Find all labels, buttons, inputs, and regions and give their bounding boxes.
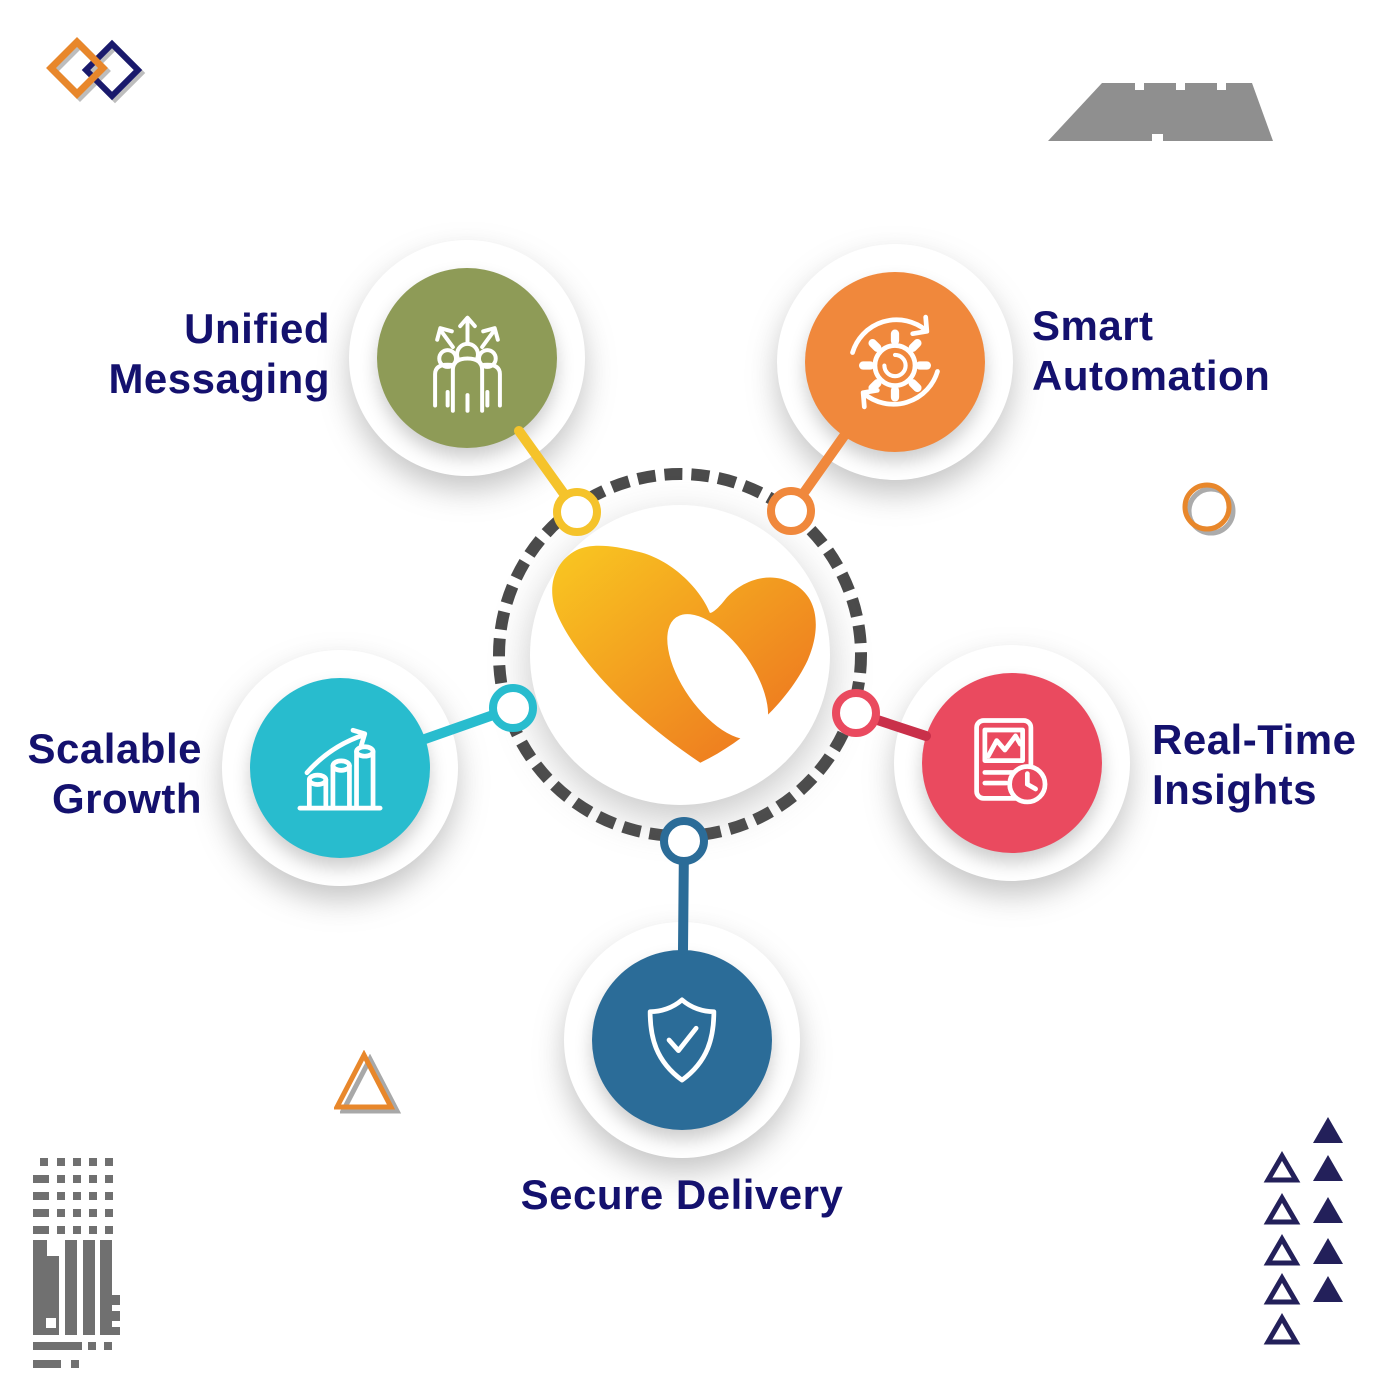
node-secure-delivery [564,922,800,1158]
watermark-shape [1048,83,1273,141]
gray-pixel-grid-icon [33,1158,120,1368]
label-line: Unified [184,305,330,352]
navy-diamond-icon [81,39,143,101]
overlapping-diamonds-icon [46,37,143,101]
label-line: Growth [52,775,202,822]
node-unified-messaging [349,240,585,476]
filled-triangle-column [1313,1117,1343,1302]
node-circle-real-time-insights [922,673,1102,853]
report-clock-icon [974,718,1048,805]
node-smart-automation [777,244,1013,480]
watermark-notch [1135,83,1144,90]
label-scalable-growth: Scalable Growth [0,724,202,824]
watermark-notch [1152,134,1163,141]
watermark-notch [1176,83,1185,90]
outline-triangle-column [1263,1151,1301,1345]
node-scalable-growth [222,650,458,886]
pixel-bars [33,1240,120,1335]
node-circle-secure-delivery [592,950,772,1130]
label-real-time-insights: Real-Time Insights [1152,715,1380,815]
ring-circle [1182,482,1232,532]
label-unified-messaging: Unified Messaging [40,304,330,404]
growth-bars-icon [297,727,383,811]
label-line: Secure Delivery [520,1171,844,1218]
watermark-notch [1217,83,1226,90]
gear-cycle-icon [850,314,940,410]
pixel-bottom-rows [33,1342,112,1368]
label-line: Real-Time [1152,716,1357,763]
shield-check-icon [647,997,717,1083]
orange-diamond-icon [46,37,108,99]
label-smart-automation: Smart Automation [1032,301,1362,401]
navy-triangle-pattern-icon [1263,1117,1343,1345]
node-circle-smart-automation [805,272,985,452]
node-real-time-insights [894,645,1130,881]
label-line: Scalable [27,725,202,772]
node-circle-scalable-growth [250,678,430,858]
node-circle-unified-messaging [377,268,557,448]
label-secure-delivery: Secure Delivery [462,1170,902,1220]
pixel-dot-rows [33,1158,113,1234]
orange-v-heart-logo-icon [552,545,816,763]
team-up-arrows-icon [432,315,502,413]
label-line: Smart [1032,302,1154,349]
hub-circle [530,505,830,805]
label-line: Automation [1032,352,1271,399]
triangle-outline [334,1050,396,1110]
label-line: Insights [1152,766,1318,813]
orange-triangle-icon [334,1050,396,1110]
logo-cutout [667,614,769,740]
label-line: Messaging [108,355,330,402]
gray-slanted-logo-watermark-icon [1048,83,1273,141]
orange-ring-icon [1182,482,1232,532]
